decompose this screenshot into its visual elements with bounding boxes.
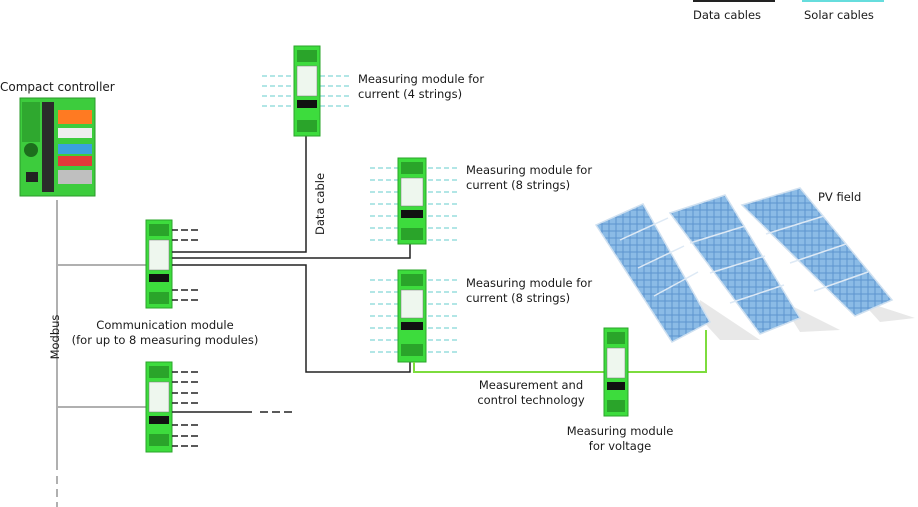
mm4-label-line2: current (4 strings) xyxy=(358,87,463,101)
voltage-measurement-line xyxy=(413,330,707,373)
legend-solar-cables-label: Solar cables xyxy=(804,8,874,22)
compact-controller-device xyxy=(19,97,96,197)
comm-module-1-outputs xyxy=(172,229,198,301)
mm8b-label-line1: Measuring module for xyxy=(466,276,593,290)
mv-label-line1: Measuring module xyxy=(566,424,674,438)
measuring-module-voltage-label: Measuring module for voltage xyxy=(555,424,685,454)
data-cables xyxy=(172,136,411,373)
measuring-module-8-strings-b xyxy=(370,269,458,363)
measuring-module-8-strings-a xyxy=(370,157,458,245)
pv-panel-3 xyxy=(740,187,894,317)
mct-label-line2: control technology xyxy=(477,393,585,407)
comm-module-2-outputs xyxy=(172,371,292,447)
communication-module-2 xyxy=(145,361,173,453)
mm8a-label-line2: current (8 strings) xyxy=(466,178,571,192)
measurement-control-label: Measurement and control technology xyxy=(466,378,596,408)
measuring-module-4-label: Measuring module for current (4 strings) xyxy=(358,72,484,102)
measuring-module-4-strings xyxy=(262,45,352,137)
legend-data-cables-label: Data cables xyxy=(693,8,762,22)
measuring-module-8a-label: Measuring module for current (8 strings) xyxy=(466,163,592,193)
mm8a-label-line1: Measuring module for xyxy=(466,163,593,177)
comm-module-label-line1: Communication module xyxy=(96,318,234,332)
mm4-label-line1: Measuring module for xyxy=(358,72,485,86)
pv-panel-2 xyxy=(668,194,802,335)
pv-panel-1 xyxy=(594,203,712,343)
mv-label-line2: for voltage xyxy=(588,439,652,453)
mct-label-line1: Measurement and xyxy=(478,378,584,392)
compact-controller-label: Compact controller xyxy=(0,80,115,94)
pv-field-label: PV field xyxy=(818,190,862,204)
communication-module-label: Communication module (for up to 8 measur… xyxy=(60,318,270,348)
mm8b-label-line2: current (8 strings) xyxy=(466,291,571,305)
comm-module-label-line2: (for up to 8 measuring modules) xyxy=(71,333,259,347)
pv-field xyxy=(594,187,915,343)
measuring-module-8b-label: Measuring module for current (8 strings) xyxy=(466,276,592,306)
measuring-module-voltage xyxy=(603,327,629,417)
modbus-trunk xyxy=(56,200,146,507)
communication-module-1 xyxy=(145,219,173,309)
data-cable-label: Data cable xyxy=(313,172,327,235)
